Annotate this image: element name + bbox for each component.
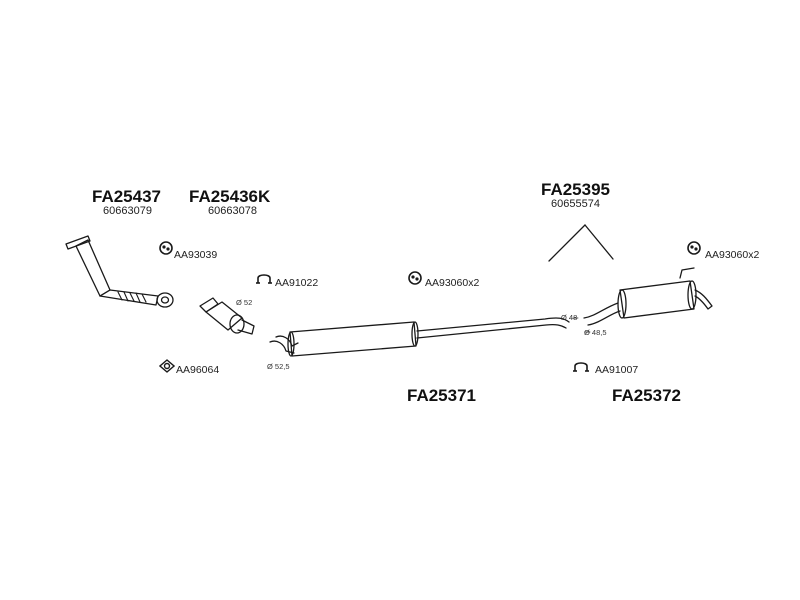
rubber-hanger-icon xyxy=(159,241,173,255)
accessory-label-aa91022: AA91022 xyxy=(275,277,319,289)
gasket-icon xyxy=(159,359,175,373)
part-code-middle-silencer: FA25371 xyxy=(407,386,476,405)
part-code-rear-silencer: FA25372 xyxy=(612,386,681,405)
clamp-icon xyxy=(256,274,272,284)
rubber-hanger-icon xyxy=(687,241,701,255)
front-pipe-drawing xyxy=(65,235,174,308)
accessory-label-aa93039: AA93039 xyxy=(174,249,218,261)
part-code-front-pipe: FA25437 xyxy=(92,187,161,206)
rubber-hanger-icon xyxy=(408,271,422,285)
part-code-kit: FA25395 xyxy=(541,180,610,199)
dimension-d52: Ø 52 xyxy=(236,298,253,307)
dimension-d48-5: Ø 48,5 xyxy=(584,328,607,337)
rear-silencer-drawing xyxy=(583,267,713,326)
middle-silencer-drawing xyxy=(269,317,570,357)
dimension-d48: Ø 48 xyxy=(561,313,578,322)
clamp-icon xyxy=(573,362,589,372)
catalyst-drawing xyxy=(199,297,255,335)
accessory-label-aa96064: AA96064 xyxy=(176,364,220,376)
accessory-label-aa93060x2-middle: AA93060x2 xyxy=(425,277,480,289)
oe-number-catalyst: 60663078 xyxy=(208,205,257,217)
accessory-label-aa93060x2-rear: AA93060x2 xyxy=(705,249,760,261)
oe-number-front-pipe: 60663079 xyxy=(103,205,152,217)
dimension-d52-5: Ø 52,5 xyxy=(267,362,290,371)
accessory-label-aa91007: AA91007 xyxy=(595,364,639,376)
kit-bracket-left xyxy=(548,224,586,262)
oe-number-kit: 60655574 xyxy=(551,198,600,210)
part-code-catalyst: FA25436K xyxy=(189,187,271,206)
kit-bracket-right xyxy=(584,224,614,260)
